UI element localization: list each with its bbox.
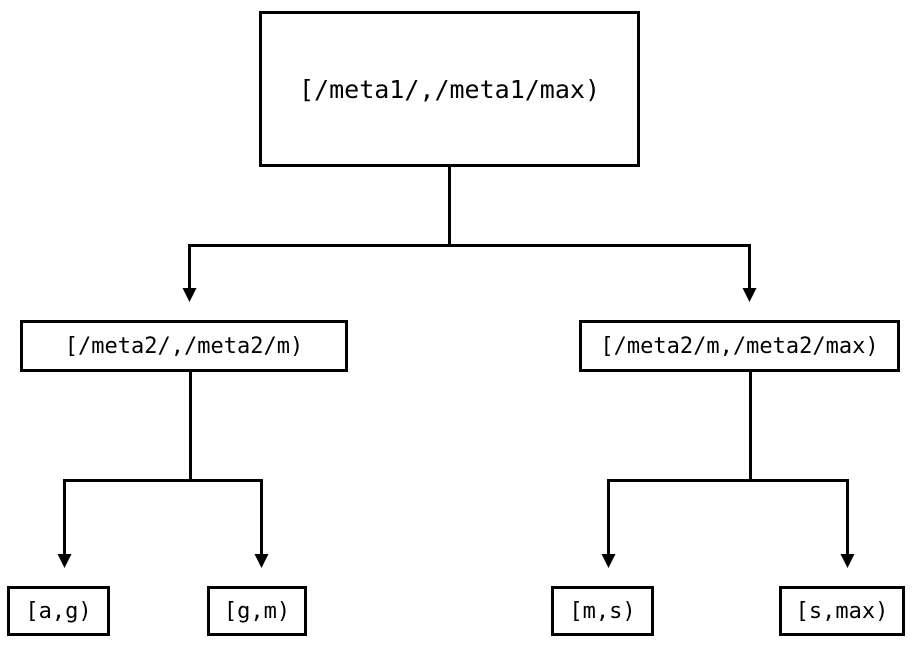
tree-node-leaf-1: [a,g) bbox=[7, 586, 110, 636]
arrowhead-icon bbox=[742, 288, 757, 302]
edge-root-mid-left bbox=[182, 167, 451, 302]
arrowhead-icon bbox=[840, 554, 855, 568]
tree-node-root-label: [/meta1/,/meta1/max) bbox=[298, 74, 601, 104]
edge-mid-left-leaf-1 bbox=[57, 372, 192, 568]
tree-node-leaf-1-label: [a,g) bbox=[25, 598, 92, 624]
tree-node-mid-left-label: [/meta2/,/meta2/m) bbox=[64, 333, 304, 359]
tree-node-leaf-2-label: [g,m) bbox=[223, 598, 291, 624]
tree-node-mid-right-label: [/meta2/m,/meta2/max) bbox=[600, 333, 879, 359]
tree-node-root: [/meta1/,/meta1/max) bbox=[259, 11, 640, 167]
tree-node-leaf-4-label: [s,max) bbox=[795, 598, 889, 624]
edge-mid-right-leaf-3 bbox=[601, 372, 752, 568]
tree-node-mid-left: [/meta2/,/meta2/m) bbox=[20, 320, 348, 372]
edge-root-mid-right bbox=[449, 244, 757, 302]
tree-node-leaf-3-label: [m,s) bbox=[569, 598, 636, 624]
tree-node-mid-right: [/meta2/m,/meta2/max) bbox=[579, 320, 900, 372]
arrowhead-icon bbox=[57, 554, 72, 568]
arrowhead-icon bbox=[601, 554, 616, 568]
edge-mid-left-leaf-2 bbox=[190, 479, 269, 568]
arrowhead-icon bbox=[254, 554, 269, 568]
tree-node-leaf-2: [g,m) bbox=[207, 586, 307, 636]
edge-mid-right-leaf-4 bbox=[750, 479, 855, 568]
arrowhead-icon bbox=[182, 288, 197, 302]
tree-node-leaf-4: [s,max) bbox=[779, 586, 905, 636]
tree-node-leaf-3: [m,s) bbox=[551, 586, 654, 636]
